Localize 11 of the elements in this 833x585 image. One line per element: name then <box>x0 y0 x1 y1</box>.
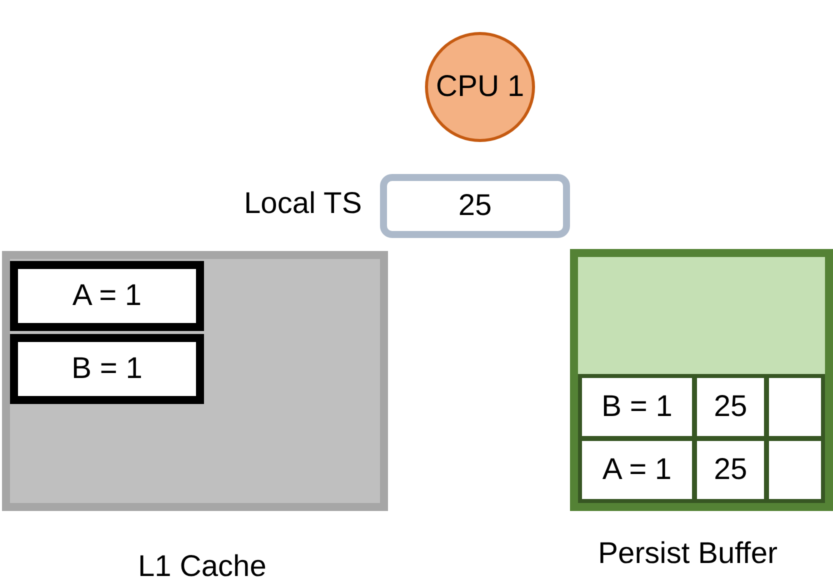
table-cell: B = 1 <box>578 374 696 440</box>
cpu-circle: CPU 1 <box>425 32 535 142</box>
table-cell: A = 1 <box>578 437 696 503</box>
cache-box <box>2 251 388 511</box>
caption-label: Local TS <box>244 187 362 221</box>
timestamp-box: 25 <box>380 174 570 238</box>
buffer-box <box>570 249 833 511</box>
caption-label: Persist Buffer <box>598 537 778 571</box>
caption-label: L1 Cache <box>138 550 266 584</box>
table-cell: 25 <box>693 374 768 440</box>
table-cell: 25 <box>693 437 768 503</box>
